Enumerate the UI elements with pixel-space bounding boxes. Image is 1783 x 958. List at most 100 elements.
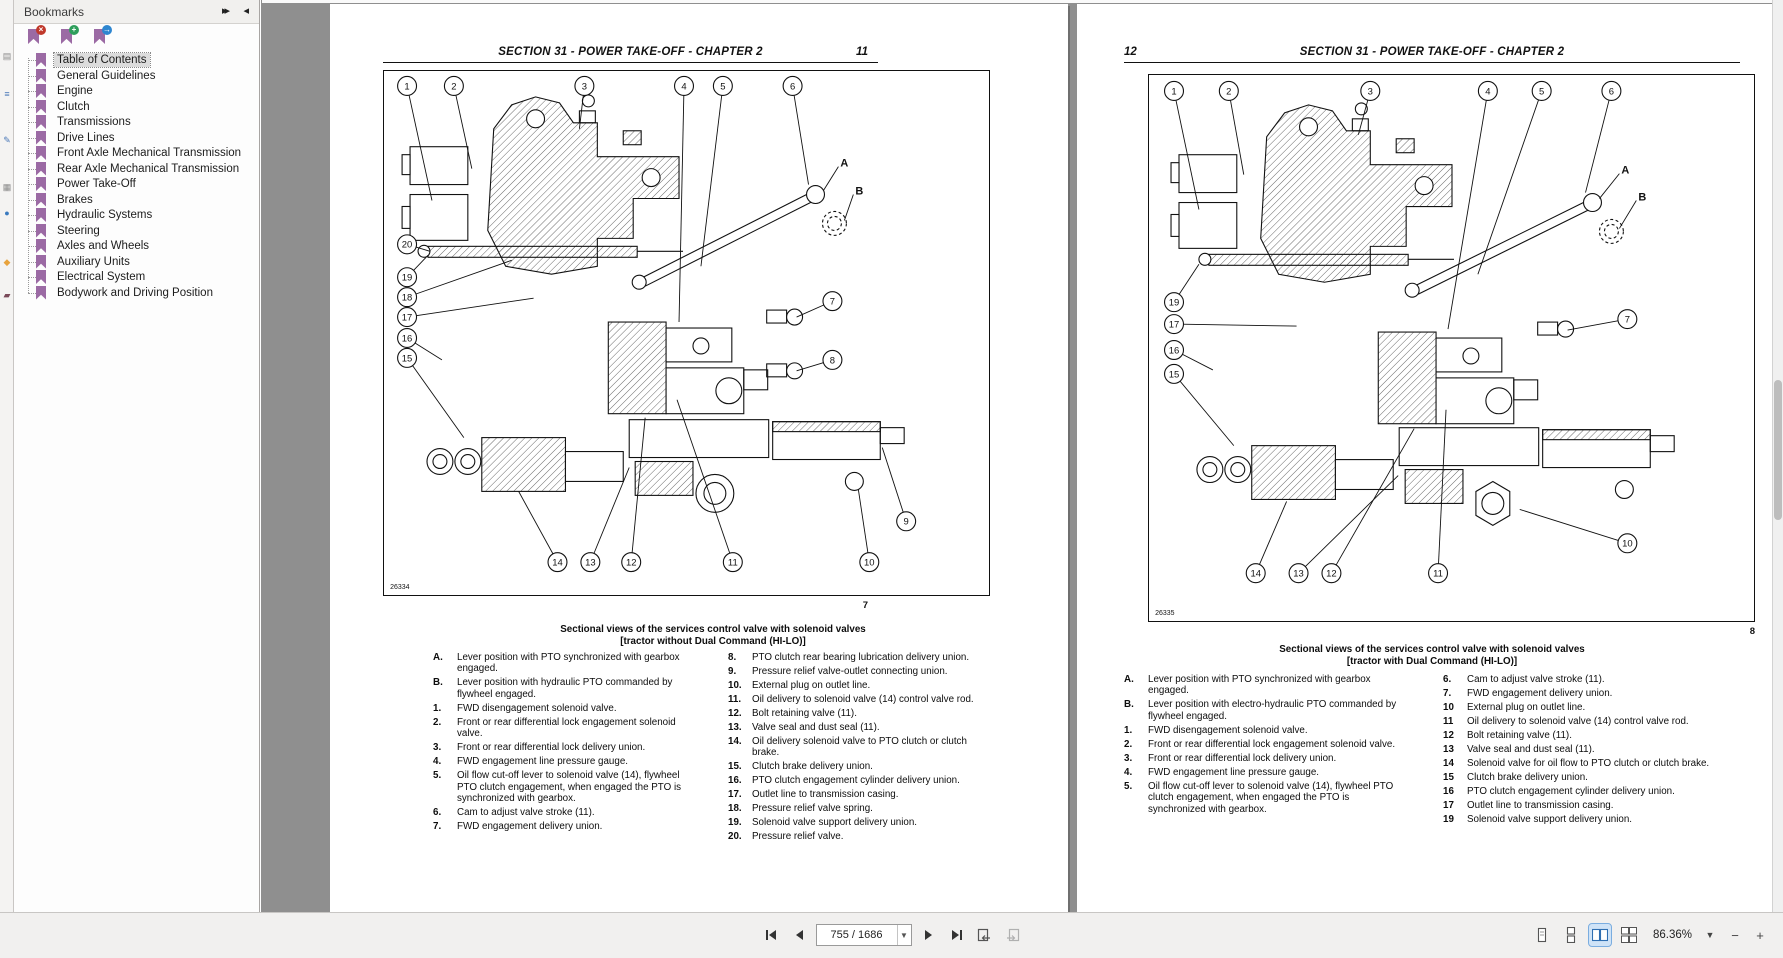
bookmark-item[interactable]: Drive Lines xyxy=(14,130,259,146)
first-page-button[interactable] xyxy=(760,924,782,946)
page-number-input[interactable]: 755 / 1686 ▼ xyxy=(815,924,912,946)
page-12-legend-col2: 6.Cam to adjust valve stroke (11).7.FWD … xyxy=(1443,674,1743,828)
page-number-value[interactable]: 755 / 1686 xyxy=(830,929,883,941)
bookmark-flag-icon xyxy=(36,99,46,114)
legend-item-text: Front or rear differential lock engageme… xyxy=(1148,738,1396,750)
facing-view-icon[interactable] xyxy=(1587,923,1612,947)
bookmark-item-label[interactable]: Engine xyxy=(57,85,93,97)
bookmark-item[interactable]: Power Take-Off xyxy=(14,176,259,192)
panel-tab-icon-1[interactable]: ▤ xyxy=(2,51,12,61)
legend-item-label: 9. xyxy=(728,666,737,677)
legend-item-text: Lever position with electro-hydraulic PT… xyxy=(1148,699,1397,722)
tree-stub xyxy=(28,215,36,216)
bookmark-item[interactable]: Bodywork and Driving Position xyxy=(14,285,259,301)
diagram-callout-18: 18 xyxy=(402,293,413,304)
bookmark-flag-icon xyxy=(36,68,46,83)
bookmark-flag-icon xyxy=(36,84,46,98)
bookmark-item-label[interactable]: General Guidelines xyxy=(57,69,156,82)
legend-item: 7.FWD engagement delivery union. xyxy=(433,821,693,832)
last-page-button[interactable] xyxy=(946,924,968,946)
bookmark-flag-icon xyxy=(36,177,46,191)
bookmark-item-label[interactable]: Auxiliary Units xyxy=(57,255,130,268)
bookmark-item[interactable]: Table of Contents xyxy=(14,52,259,68)
bookmark-item-label[interactable]: Rear Axle Mechanical Transmission xyxy=(57,162,240,175)
next-view-button[interactable] xyxy=(1002,924,1024,946)
panel-tab-icon-5[interactable]: ● xyxy=(4,208,10,218)
page-number-dropdown-icon[interactable]: ▼ xyxy=(896,925,911,945)
panel-tab-icon-7[interactable]: ▰ xyxy=(3,290,11,300)
legend-item: 1.FWD disengagement solenoid valve. xyxy=(1124,725,1406,736)
panel-tab-icon-2[interactable]: ≡ xyxy=(4,89,10,99)
statusbar: 755 / 1686 ▼ xyxy=(0,912,1783,958)
document-area[interactable]: SECTION 31 - POWER TAKE-OFF - CHAPTER 2 … xyxy=(261,0,1783,912)
zoom-dropdown-icon[interactable]: ▼ xyxy=(1705,930,1715,940)
bookmark-item[interactable]: Steering xyxy=(14,223,259,239)
bookmark-item-label[interactable]: Steering xyxy=(57,224,100,237)
previous-view-button[interactable] xyxy=(974,924,996,946)
bookmark-flag-icon xyxy=(36,270,46,284)
legend-item-text: External plug on outlet line. xyxy=(752,680,871,691)
bookmark-item[interactable]: Transmissions xyxy=(14,114,259,130)
bookmark-item-label[interactable]: Axles and Wheels xyxy=(57,240,150,252)
diagram-callout-15: 15 xyxy=(1169,369,1180,380)
add-bookmark-icon[interactable]: + xyxy=(59,25,79,46)
legend-item-label: 19 xyxy=(1443,814,1454,825)
continuous-facing-view-icon[interactable] xyxy=(1618,924,1640,946)
delete-bookmark-icon[interactable]: × xyxy=(26,25,46,46)
bookmark-item[interactable]: Axles and Wheels xyxy=(14,238,259,254)
bookmark-item[interactable]: Electrical System xyxy=(14,269,259,285)
bookmark-item[interactable]: Auxiliary Units xyxy=(14,254,259,270)
bookmark-item[interactable]: Engine xyxy=(14,83,259,99)
continuous-view-icon[interactable] xyxy=(1560,924,1582,946)
panel-tab-icon-3[interactable]: ✎ xyxy=(3,135,11,145)
goto-bookmark-icon[interactable]: → xyxy=(92,25,112,46)
bookmark-flag-icon xyxy=(36,146,46,160)
previous-page-button[interactable] xyxy=(788,924,810,946)
legend-item: 14.Oil delivery solenoid valve to PTO cl… xyxy=(728,736,993,759)
panel-expand-icon[interactable]: ▸▸ xyxy=(221,5,230,17)
figure-id-label: 26335 xyxy=(1155,610,1175,617)
bookmark-item-label[interactable]: Electrical System xyxy=(57,271,146,283)
bookmark-item-label[interactable]: Front Axle Mechanical Transmission xyxy=(57,147,242,159)
diagram-callout-1: 1 xyxy=(1171,86,1176,97)
zoom-in-button[interactable]: + xyxy=(1756,927,1764,943)
bookmark-item-label[interactable]: Bodywork and Driving Position xyxy=(57,286,213,299)
scrollbar-thumb[interactable] xyxy=(1774,380,1782,520)
page-12-header: SECTION 31 - POWER TAKE-OFF - CHAPTER 2 xyxy=(1299,46,1565,58)
bookmark-item-label[interactable]: Hydraulic Systems xyxy=(57,209,153,221)
bookmark-item[interactable]: Front Axle Mechanical Transmission xyxy=(14,145,259,161)
tree-stub xyxy=(28,230,36,232)
legend-item-text: Pressure relief valve. xyxy=(752,831,844,843)
bookmark-item[interactable]: Clutch xyxy=(14,99,259,115)
bookmark-item-label[interactable]: Clutch xyxy=(57,100,90,113)
next-page-button[interactable] xyxy=(918,924,940,946)
vertical-scrollbar[interactable] xyxy=(1772,0,1783,912)
page-11-legend-col1: A.Lever position with PTO synchronized w… xyxy=(433,652,693,835)
bookmark-item[interactable]: Hydraulic Systems xyxy=(14,207,259,223)
diagram-callout-3: 3 xyxy=(1368,86,1373,97)
diagram-callout-16: 16 xyxy=(1169,345,1180,356)
zoom-level: 86.36% xyxy=(1652,929,1692,941)
legend-item-label: 1. xyxy=(433,702,442,714)
legend-item-text: FWD disengagement solenoid valve. xyxy=(457,702,617,714)
bookmark-item-label[interactable]: Brakes xyxy=(57,193,93,206)
bookmark-item[interactable]: General Guidelines xyxy=(14,68,259,84)
legend-item-text: PTO clutch engagement cylinder delivery … xyxy=(752,775,960,787)
panel-collapse-icon[interactable]: ◂ xyxy=(243,5,249,17)
panel-tab-icon-6[interactable]: ◆ xyxy=(3,257,11,267)
bookmark-item-label[interactable]: Table of Contents xyxy=(53,52,151,68)
legend-item-text: Solenoid valve support delivery union. xyxy=(1467,814,1633,825)
single-page-view-icon[interactable] xyxy=(1531,924,1553,946)
diagram-callout-19: 19 xyxy=(1169,298,1180,309)
zoom-out-button[interactable]: − xyxy=(1731,927,1739,943)
bookmark-item-label[interactable]: Drive Lines xyxy=(57,131,115,144)
diagram-callout-7: 7 xyxy=(830,297,835,308)
bookmark-item-label[interactable]: Transmissions xyxy=(57,116,131,128)
bookmark-item-label[interactable]: Power Take-Off xyxy=(57,178,136,190)
bookmark-item[interactable]: Rear Axle Mechanical Transmission xyxy=(14,161,259,177)
bookmark-item[interactable]: Brakes xyxy=(14,192,259,208)
legend-item: 8.PTO clutch rear bearing lubrication de… xyxy=(728,652,993,663)
diagram-callout-20: 20 xyxy=(402,240,413,251)
valve-cross-section-art xyxy=(401,94,905,513)
panel-tab-icon-4[interactable]: ▦ xyxy=(2,182,12,192)
